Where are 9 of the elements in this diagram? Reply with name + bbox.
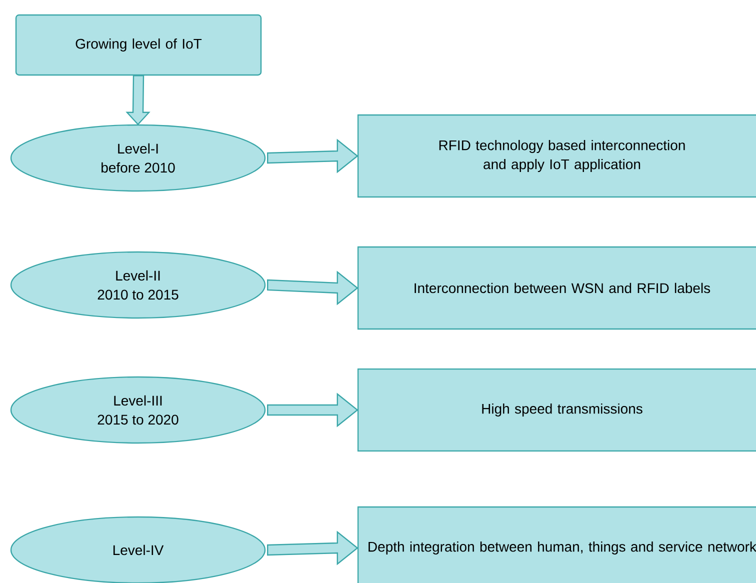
block-arrow bbox=[267, 138, 358, 174]
block-arrow bbox=[267, 392, 358, 428]
process-box: High speed transmissions bbox=[357, 368, 756, 452]
block-arrow bbox=[126, 75, 150, 126]
process-box: Growing level of IoT bbox=[15, 14, 262, 76]
block-arrow bbox=[267, 270, 358, 306]
process-box: Interconnection between WSN and RFID labels bbox=[357, 246, 756, 330]
process-box: RFID technology based interconnection and apply IoT application bbox=[357, 114, 756, 198]
block-arrow bbox=[267, 530, 358, 566]
